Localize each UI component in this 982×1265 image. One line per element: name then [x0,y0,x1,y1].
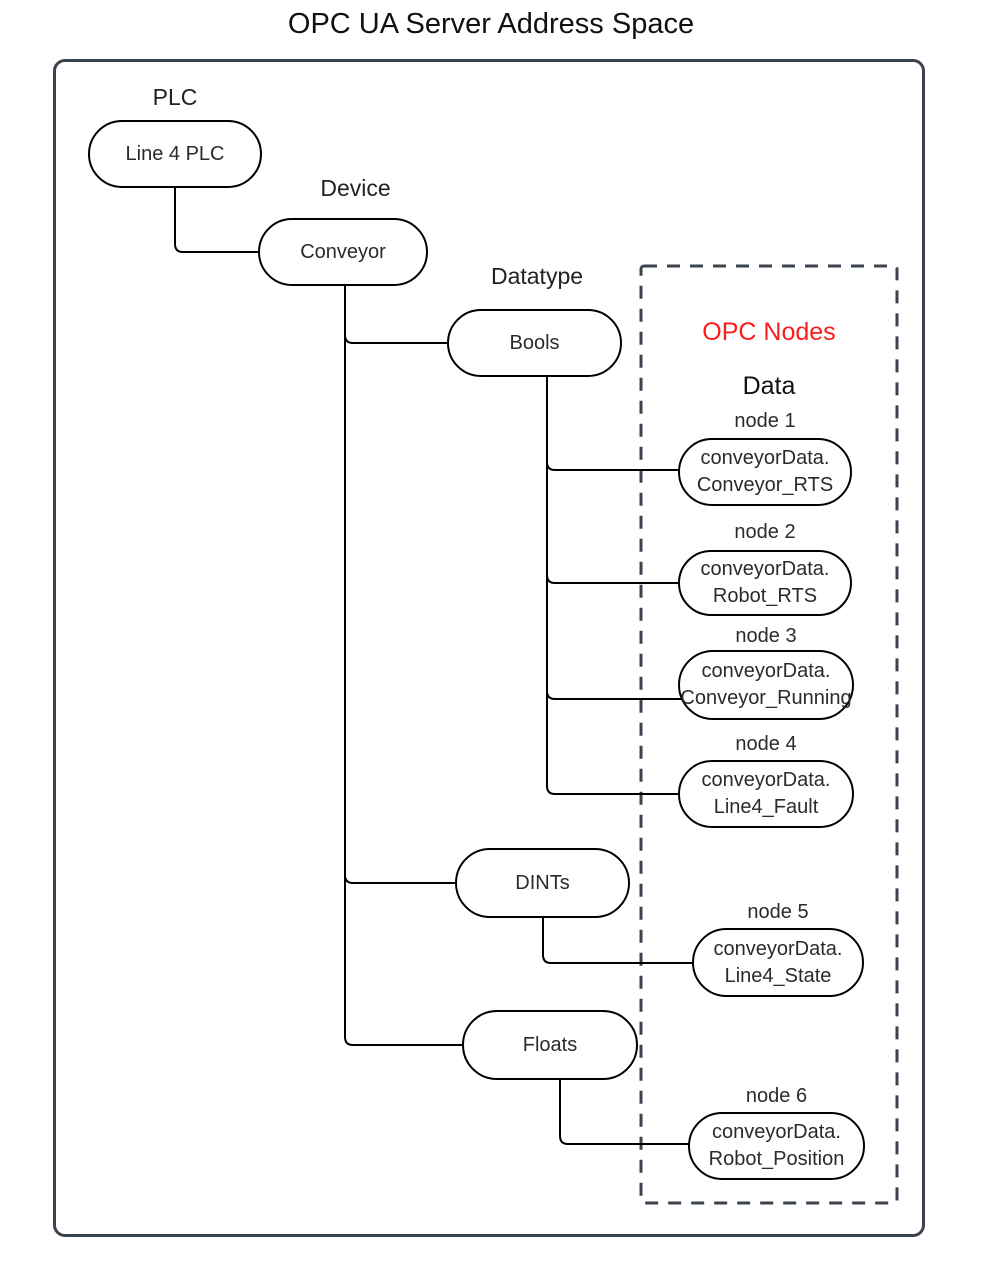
node-6-line2: Robot_Position [708,1148,845,1170]
node-1-line2: Conveyor_RTS [696,474,834,496]
node-3-pill: conveyorData. Conveyor_Running [678,650,854,720]
opc-nodes-heading: OPC Nodes [702,318,836,346]
address-space-border [53,59,925,1237]
data-subheading: Data [742,372,796,400]
device-node: Conveyor [258,218,428,286]
datatype-section-label: Datatype [490,263,584,289]
node-5-line1: conveyorData. [713,937,843,960]
node-3-line2: Conveyor_Running [680,687,852,709]
node-1-pill: conveyorData. Conveyor_RTS [678,438,852,506]
bools-node-label: Bools [509,331,560,354]
plc-node: Line 4 PLC [88,120,262,188]
node-6-line1: conveyorData. [712,1121,841,1143]
device-node-label: Conveyor [300,240,386,263]
device-section-label: Device [320,175,391,201]
node-2-line2: Robot_RTS [712,585,818,607]
node-4-label: node 4 [735,733,797,755]
node-4-line1: conveyorData. [701,769,831,791]
node-4-line2: Line4_Fault [713,796,819,818]
node-2-pill: conveyorData. Robot_RTS [678,550,852,616]
node-3-line1: conveyorData. [701,660,831,682]
node-5-line2: Line4_State [724,964,832,987]
node-5-label: node 5 [747,901,809,923]
node-5-pill: conveyorData. Line4_State [692,928,864,997]
node-6-pill: conveyorData. Robot_Position [688,1112,865,1180]
opc-nodes-dashed-box [639,264,899,1205]
dints-node-label: DINTs [515,871,570,894]
plc-node-label: Line 4 PLC [125,142,225,165]
node-3-label: node 3 [735,625,797,647]
node-1-label: node 1 [734,410,796,432]
datatype-node-dints: DINTs [455,848,630,918]
datatype-node-bools: Bools [447,309,622,377]
node-1-line1: conveyorData. [700,447,830,469]
plc-section-label: PLC [152,84,198,110]
node-2-line1: conveyorData. [700,558,830,580]
diagram-title: OPC UA Server Address Space [287,8,695,40]
datatype-node-floats: Floats [462,1010,638,1080]
floats-node-label: Floats [522,1033,578,1056]
node-2-label: node 2 [734,521,796,543]
node-6-label: node 6 [745,1085,808,1107]
node-4-pill: conveyorData. Line4_Fault [678,760,854,828]
